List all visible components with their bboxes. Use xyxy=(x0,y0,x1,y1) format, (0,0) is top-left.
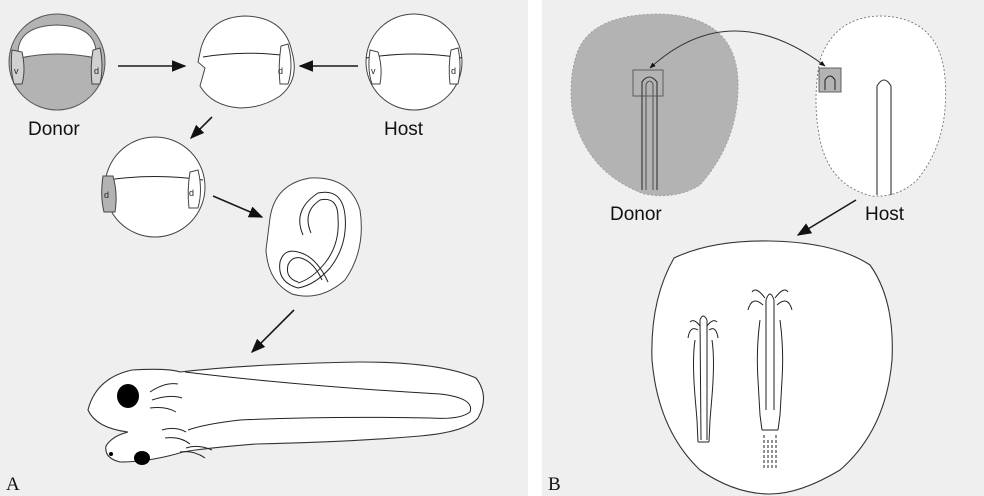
panel-b-label: B xyxy=(548,474,561,495)
donor-label-b: Donor xyxy=(610,204,662,225)
donor-label-a: Donor xyxy=(28,119,80,140)
donor-embryo-a: v d xyxy=(9,14,105,110)
panel-divider xyxy=(528,0,542,496)
host-label-b: Host xyxy=(865,204,905,225)
cut-embryo-dorsal-mark: d xyxy=(278,66,283,76)
panel-a-label: A xyxy=(6,474,20,495)
host-embryo-a: v d xyxy=(366,14,462,110)
result-dorsal-mark: d xyxy=(189,188,194,198)
panel-a: v d Donor d v d Host d d xyxy=(0,0,528,496)
host-ventral-mark: v xyxy=(371,66,376,76)
donor-dorsal-mark: d xyxy=(94,66,99,76)
panel-b: Donor Host xyxy=(542,0,984,496)
donor-ventral-mark: v xyxy=(14,66,19,76)
host-dorsal-mark: d xyxy=(451,66,456,76)
grafted-dorsal-mark: d xyxy=(104,190,109,200)
host-label-a: Host xyxy=(384,119,424,140)
host-graft-box xyxy=(819,68,841,92)
cut-embryo: d xyxy=(198,16,294,108)
